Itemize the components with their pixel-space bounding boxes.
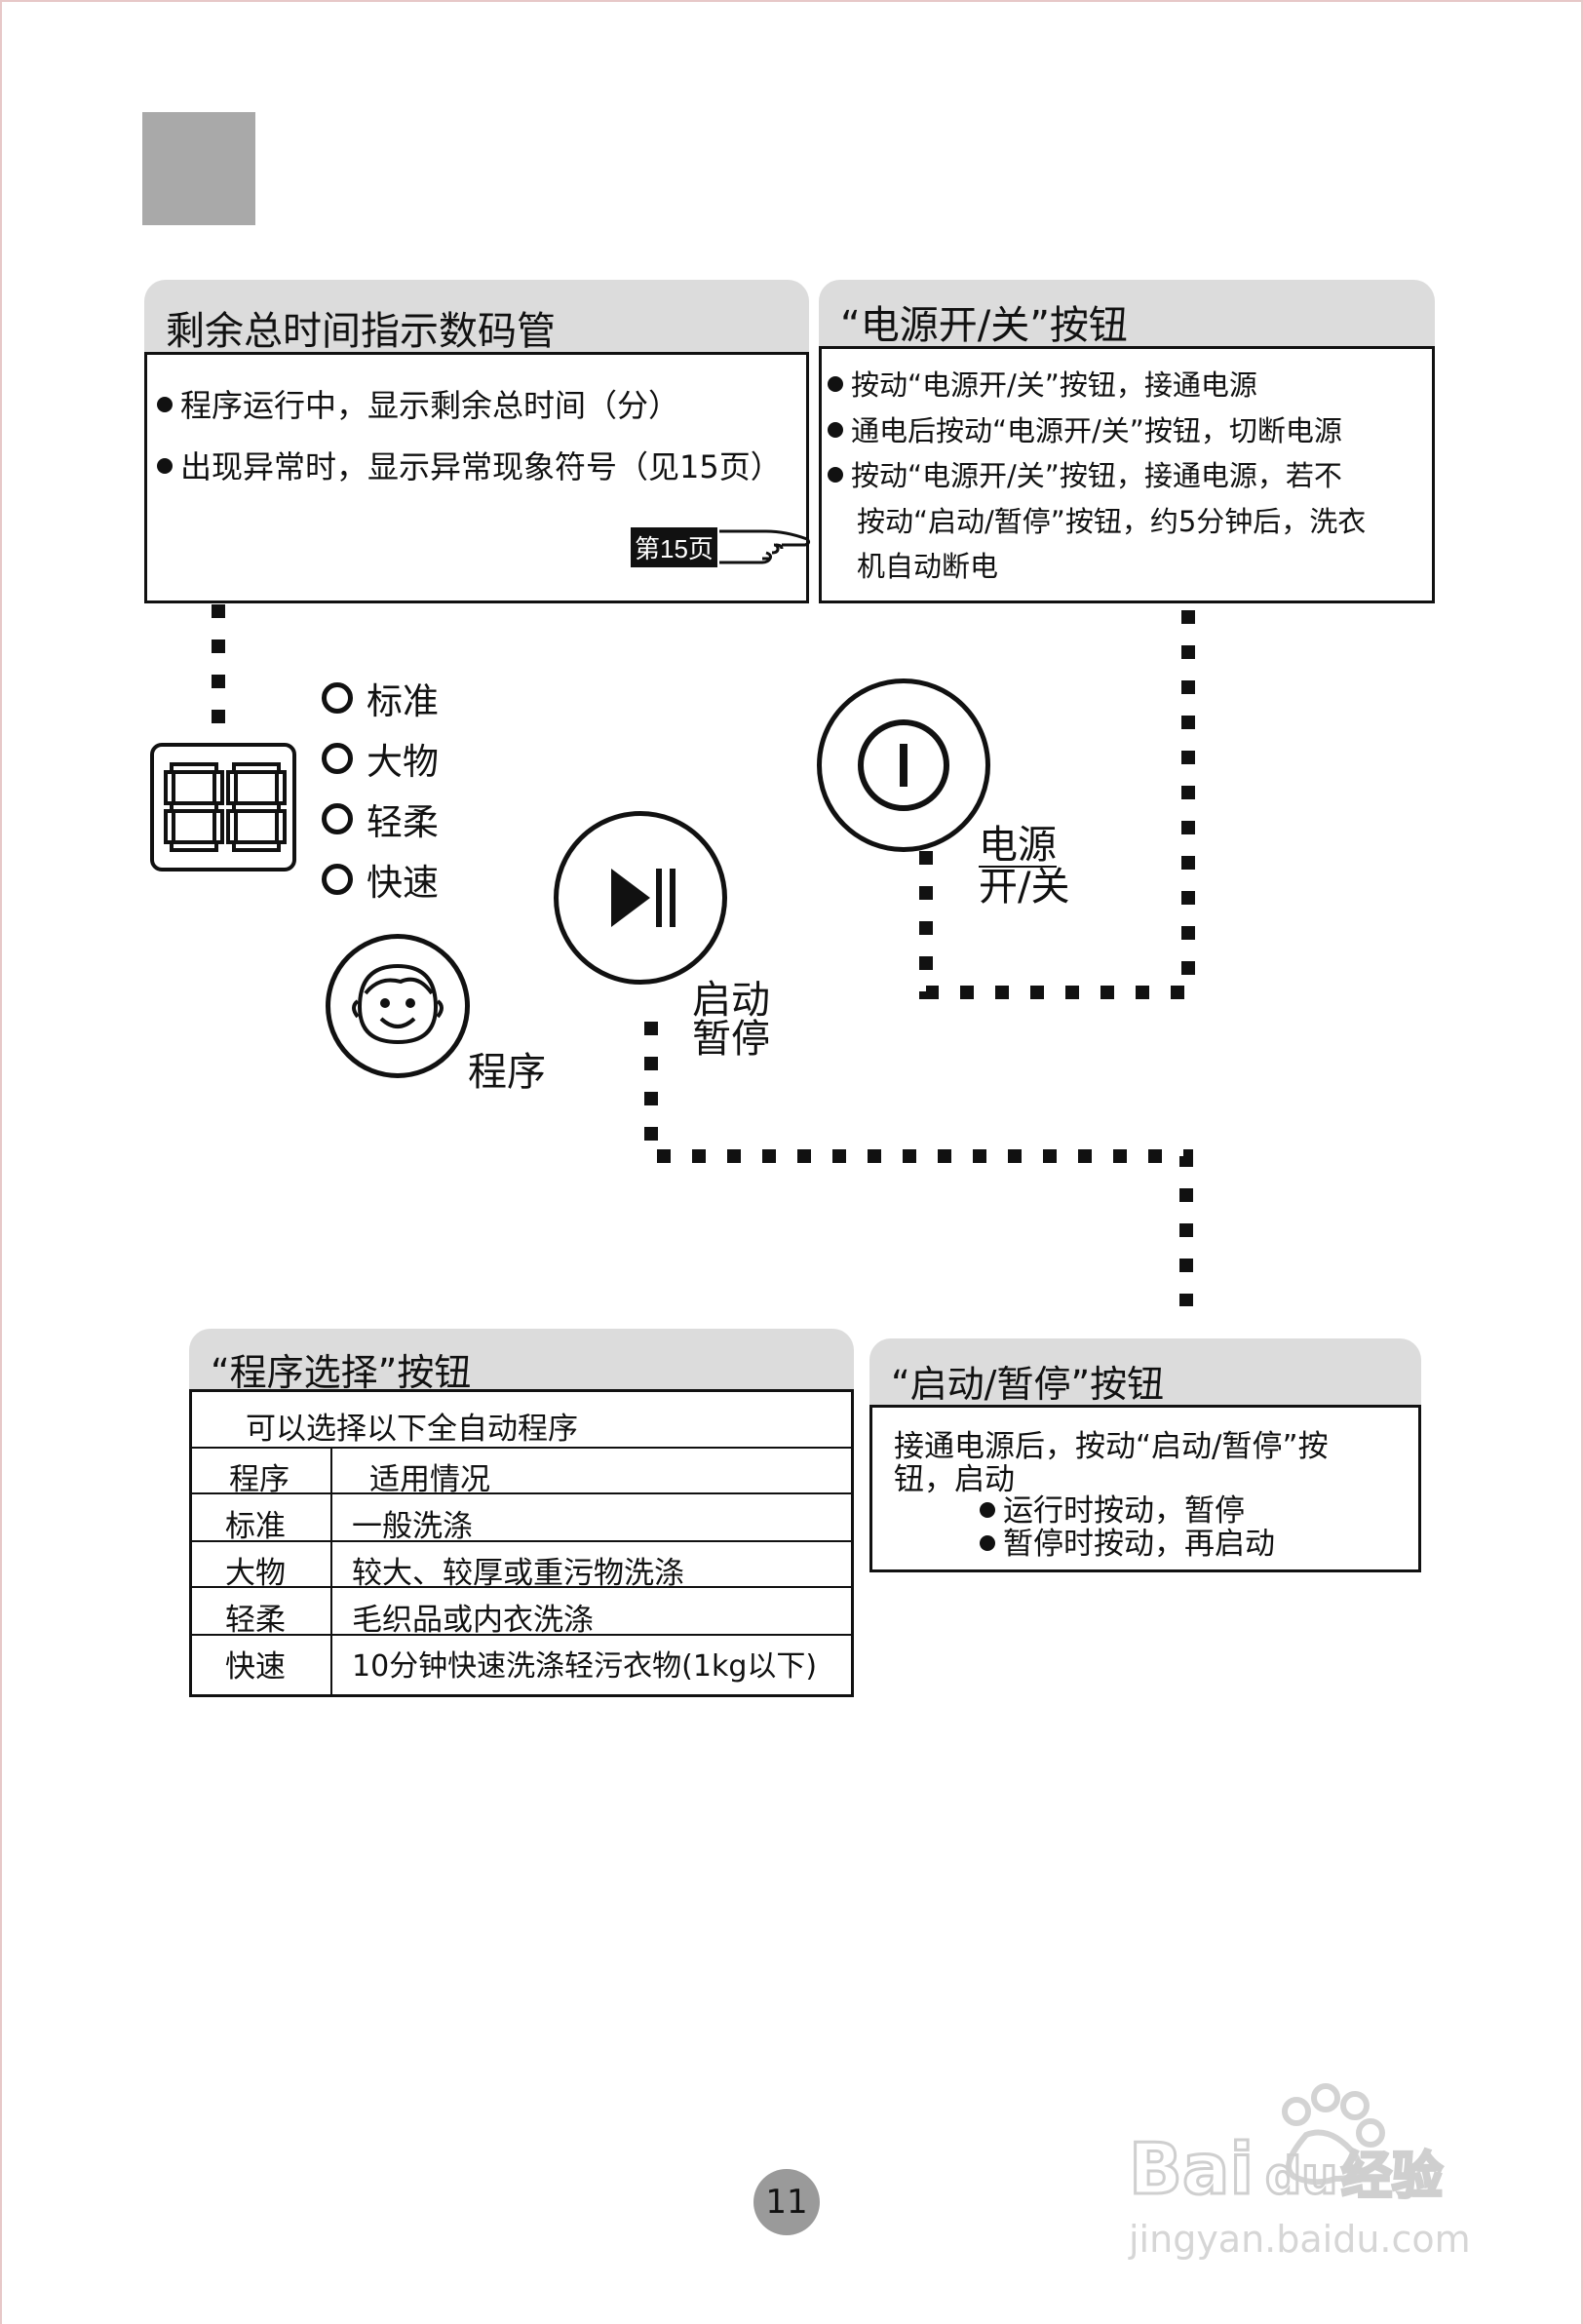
time-display-callout: 剩余总时间指示数码管 程序运行中，显示剩余总时间（分） 出现异常时，显示异常现象… [144,280,811,603]
bullet-item: 出现异常时，显示异常现象符号（见15页） [157,443,782,487]
bullet-icon [980,1534,995,1551]
bullet-icon [828,467,843,483]
table-cell-program: 轻柔 [225,1603,286,1638]
start-pause-leader [644,1022,1193,1306]
callout-title: “电源开/关”按钮 [840,303,1128,348]
description-line: 接通电源后，按动“启动/暂停”按 [894,1429,1329,1464]
smiley-face-icon [352,963,444,1045]
table-cell-program: 快速 [225,1649,286,1685]
section-marker [142,112,255,225]
program-table: 可以选择以下全自动程序 程序 适用情况 标准 一般洗涤 大物 较大、较厚或重污物… [192,1392,851,1694]
program-option-standard: 标准 [322,672,439,724]
power-button[interactable] [817,678,990,852]
svg-text:jingyan.baidu.com: jingyan.baidu.com [1128,2218,1471,2261]
indicator-light-icon [322,682,353,714]
pointing-hand-icon [718,529,811,564]
program-button-label: 程序 [468,1050,546,1095]
pause-label: 暂停 [692,1017,770,1062]
program-callout: “程序选择”按钮 可以选择以下全自动程序 程序 适用情况 标准 一般洗涤 大物 … [189,1329,854,1697]
bullet-icon [828,376,843,392]
table-header: 适用情况 [369,1462,490,1497]
power-label-line1: 电源 [979,823,1057,868]
callout-tab: “电源开/关”按钮 [819,280,1435,350]
bullet-item: 暂停时按动，再启动 [980,1519,1275,1563]
program-option-quick: 快速 [322,853,439,906]
page-number: 11 [753,2169,820,2235]
table-rule [192,1540,851,1542]
table-header: 程序 [229,1462,290,1497]
page-border-top [0,0,1583,2]
table-rule [192,1447,851,1449]
bullet-item: 按动“电源开/关”按钮，接通电源 [828,363,1257,404]
start-label: 启动 [692,978,770,1023]
bullet-item: 运行时按动，暂停 [980,1486,1245,1530]
bullet-icon [828,422,843,438]
table-rule [192,1492,851,1494]
description-line: 钮，启动 [894,1462,1015,1497]
baidu-watermark-logo: Bai du 经验 jingyan.baidu.com [1128,2083,1471,2261]
indicator-light-icon [322,803,353,834]
table-intro: 可以选择以下全自动程序 [246,1412,578,1447]
table-cell-usage: 较大、较厚或重污物洗涤 [352,1556,684,1591]
power-callout: “电源开/关”按钮 按动“电源开/关”按钮，接通电源 通电后按动“电源开/关”按… [819,280,1435,603]
callout-tab: 剩余总时间指示数码管 [144,280,809,356]
bullet-item: 按动“电源开/关”按钮，接通电源，若不 [828,453,1342,494]
page-border-left [0,0,2,2324]
program-button[interactable] [326,934,470,1078]
table-column-rule [330,1449,332,1694]
bullet-icon [157,397,173,412]
power-leader [919,610,1195,999]
svg-text:经验: 经验 [1341,2148,1443,2206]
callout-box: 接通电源后，按动“启动/暂停”按 钮，启动 运行时按动，暂停 暂停时按动，再启动 [869,1405,1421,1572]
callout-title: 剩余总时间指示数码管 [166,309,556,354]
seven-segment-display [150,743,296,872]
callout-box: 程序运行中，显示剩余总时间（分） 出现异常时，显示异常现象符号（见15页） 第1… [144,352,811,603]
table-cell-usage: 一般洗涤 [352,1509,473,1544]
callout-tab: “启动/暂停”按钮 [869,1338,1421,1409]
callout-tab: “程序选择”按钮 [189,1329,854,1394]
svg-text:Bai: Bai [1129,2128,1254,2210]
start-pause-callout: “启动/暂停”按钮 接通电源后，按动“启动/暂停”按 钮，启动 运行时按动，暂停… [869,1338,1421,1572]
bullet-icon [980,1501,995,1518]
play-pause-icon [611,869,676,927]
indicator-light-icon [322,743,353,774]
table-rule [192,1586,851,1588]
bullet-continuation: 机自动断电 [857,550,999,583]
bullet-icon [157,458,173,474]
program-option-gentle: 轻柔 [322,793,439,845]
bullet-item: 通电后按动“电源开/关”按钮，切断电源 [828,408,1342,449]
table-cell-program: 标准 [225,1509,286,1544]
indicator-light-icon [322,864,353,895]
callout-box: 可以选择以下全自动程序 程序 适用情况 标准 一般洗涤 大物 较大、较厚或重污物… [189,1389,854,1697]
power-icon [858,719,949,811]
power-label-line2: 开/关 [979,865,1070,910]
bullet-continuation: 按动“启动/暂停”按钮，约5分钟后，洗衣 [857,505,1367,538]
table-cell-usage: 10分钟快速洗涤轻污衣物(1kg以下) [352,1649,818,1684]
program-option-bulky: 大物 [322,732,439,785]
table-cell-usage: 毛织品或内衣洗涤 [352,1603,594,1638]
page-reference[interactable]: 第15页 [631,523,811,570]
svg-text:du: du [1265,2148,1337,2206]
page-ref-label: 第15页 [631,526,717,567]
start-pause-button[interactable] [554,811,727,985]
callout-title: “程序选择”按钮 [211,1351,472,1394]
page-border-right [1581,0,1583,2324]
table-cell-program: 大物 [225,1556,286,1591]
callout-title: “启动/暂停”按钮 [891,1363,1165,1406]
bullet-item: 程序运行中，显示剩余总时间（分） [157,381,679,426]
table-rule [192,1634,851,1636]
callout-box: 按动“电源开/关”按钮，接通电源 通电后按动“电源开/关”按钮，切断电源 按动“… [819,346,1435,603]
digit-88-icon [164,762,287,852]
